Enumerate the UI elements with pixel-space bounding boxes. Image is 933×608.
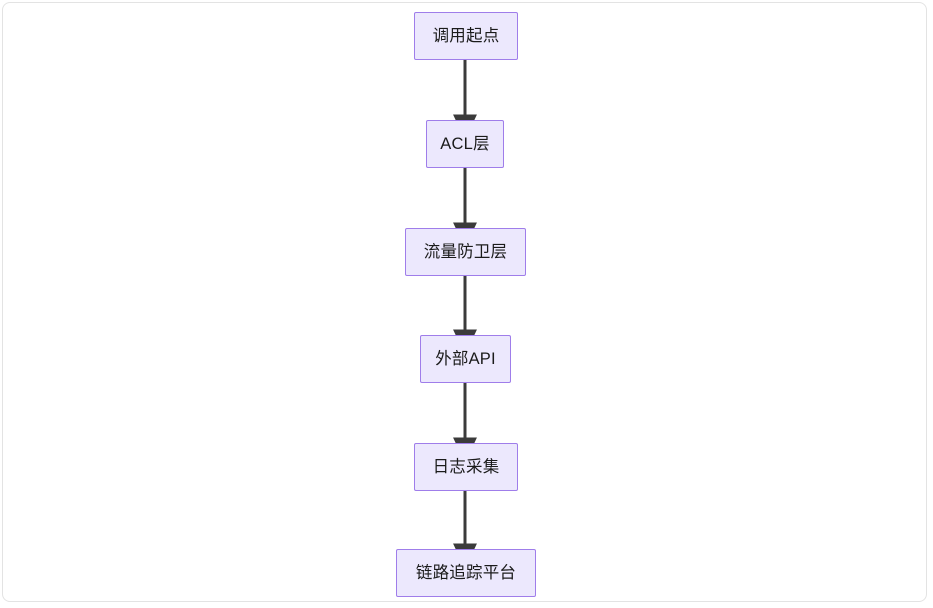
flowchart-node-label: 外部API xyxy=(435,349,496,368)
flowchart-node-n1[interactable]: 调用起点 xyxy=(414,12,518,60)
flowchart-node-n3[interactable]: 流量防卫层 xyxy=(405,228,526,276)
flowchart-node-label: 链路追踪平台 xyxy=(415,563,517,582)
flowchart-node-n2[interactable]: ACL层 xyxy=(426,120,504,168)
flowchart-node-label: 调用起点 xyxy=(432,26,500,45)
flowchart-node-label: 流量防卫层 xyxy=(423,242,508,261)
flowchart-node-label: ACL层 xyxy=(440,134,490,153)
flowchart-node-n4[interactable]: 外部API xyxy=(420,335,511,383)
flowchart-node-n6[interactable]: 链路追踪平台 xyxy=(396,549,536,597)
flowchart-node-n5[interactable]: 日志采集 xyxy=(414,443,518,491)
flowchart-node-label: 日志采集 xyxy=(432,457,500,476)
